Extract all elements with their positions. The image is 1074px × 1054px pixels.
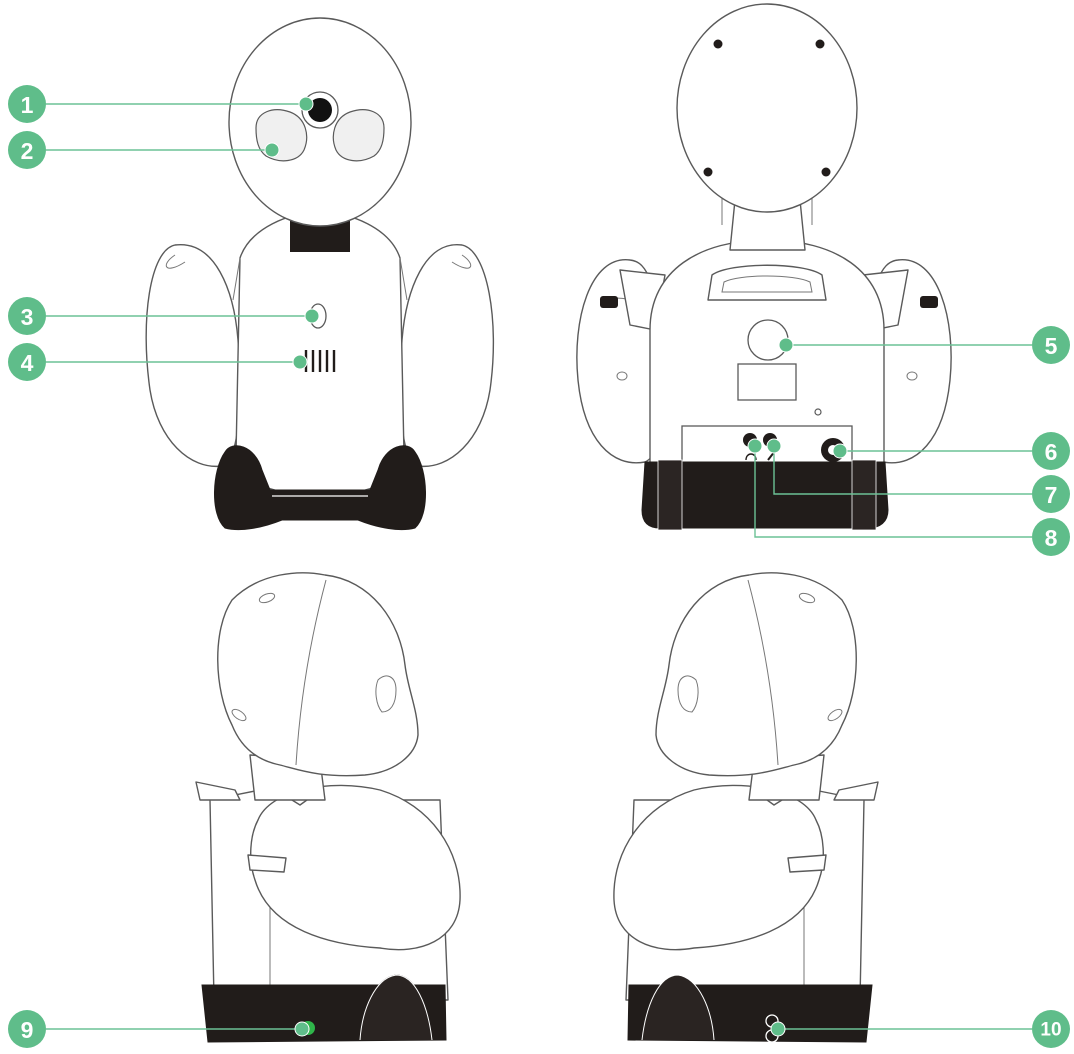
callout-badge-8: 8 [1032, 518, 1070, 556]
svg-text:1: 1 [21, 92, 34, 118]
carry-handle [708, 265, 826, 300]
marker-dot-10 [771, 1022, 785, 1036]
marker-dot-9 [295, 1022, 309, 1036]
svg-text:9: 9 [21, 1017, 34, 1043]
svg-text:2: 2 [21, 138, 34, 164]
callout-badge-6: 6 [1032, 432, 1070, 470]
marker-dot-6 [833, 444, 847, 458]
svg-text:4: 4 [21, 350, 34, 376]
marker-dot-7 [767, 439, 781, 453]
marker-dot-3 [305, 309, 319, 323]
svg-text:10: 10 [1040, 1020, 1061, 1041]
right-arm [400, 245, 493, 467]
right-eye [333, 110, 384, 161]
right-side-view [614, 573, 878, 1042]
back-head [677, 4, 857, 212]
marker-dot-1 [299, 97, 313, 111]
marker-dot-5 [779, 338, 793, 352]
marker-dot-8 [748, 439, 762, 453]
callout-badge-10: 10 [1032, 1010, 1070, 1048]
callouts: 1 2 3 4 5 6 7 8 [8, 85, 1070, 1048]
rear-label-plate [738, 364, 796, 400]
svg-text:5: 5 [1045, 333, 1058, 359]
svg-text:3: 3 [21, 304, 34, 330]
callout-badge-9: 9 [8, 1010, 46, 1048]
svg-text:8: 8 [1045, 525, 1058, 551]
callout-badge-7: 7 [1032, 475, 1070, 513]
callout-badge-4: 4 [8, 343, 46, 381]
left-eye [256, 110, 307, 161]
left-side-view [196, 573, 460, 1042]
marker-dot-4 [293, 355, 307, 369]
callout-badge-3: 3 [8, 297, 46, 335]
svg-text:6: 6 [1045, 439, 1058, 465]
side-head-right [656, 573, 856, 776]
callout-badge-2: 2 [8, 131, 46, 169]
callout-badge-1: 1 [8, 85, 46, 123]
svg-text:7: 7 [1045, 482, 1058, 508]
marker-dot-2 [265, 143, 279, 157]
side-head-left [218, 573, 418, 776]
front-view [146, 18, 493, 530]
left-arm [146, 245, 240, 467]
callout-badge-5: 5 [1032, 326, 1070, 364]
